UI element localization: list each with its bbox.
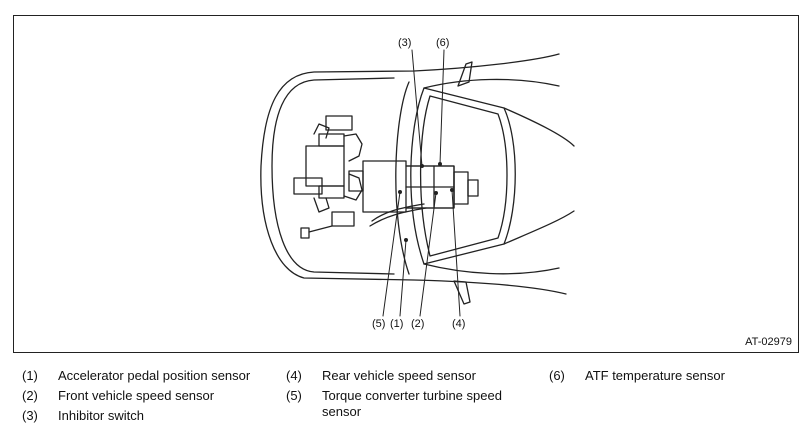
vehicle-sensor-diagram: (3) (6) (5) (1) (2) (4) AT-02979 — [13, 15, 799, 353]
leader-lines — [382, 49, 461, 317]
legend-text: Accelerator pedal position sensor — [58, 368, 251, 383]
callout-6: (6) — [436, 37, 450, 49]
legend-text: Inhibitor switch — [58, 408, 144, 423]
roof-line-bottom — [423, 210, 575, 275]
cowl-line — [395, 81, 410, 275]
callout-1: (1) — [390, 318, 404, 330]
figure-code: AT-02979 — [745, 336, 792, 348]
linkage-2 — [369, 207, 427, 227]
car-body-outline — [260, 53, 567, 295]
legend-number: (5) — [286, 388, 302, 403]
car-body-inner-outline — [271, 77, 395, 275]
vehicle-outline-drawing — [260, 49, 575, 317]
transmission-unit — [362, 160, 479, 213]
legend-number: (1) — [22, 368, 38, 383]
legend-text: Torque converter turbine speed sensor — [322, 388, 502, 419]
legend-number: (3) — [22, 408, 38, 423]
engine-block — [293, 115, 364, 239]
callout-5: (5) — [372, 318, 386, 330]
callout-4: (4) — [452, 318, 466, 330]
windshield-inner — [419, 95, 508, 257]
roof-line-top — [423, 78, 575, 147]
legend-text: Front vehicle speed sensor — [58, 388, 215, 403]
callout-3: (3) — [398, 37, 412, 49]
legend-number: (2) — [22, 388, 38, 403]
legend-number: (6) — [549, 368, 565, 383]
legend-text: ATF temperature sensor — [585, 368, 725, 383]
legend-text: Rear vehicle speed sensor — [322, 368, 476, 383]
mirror-bottom — [453, 280, 471, 305]
callout-2: (2) — [411, 318, 425, 330]
linkage — [371, 203, 425, 222]
mirror-top — [457, 61, 473, 87]
legend-number: (4) — [286, 368, 302, 383]
legend-item-5: (5) Torque converter turbine speed senso… — [286, 388, 536, 422]
